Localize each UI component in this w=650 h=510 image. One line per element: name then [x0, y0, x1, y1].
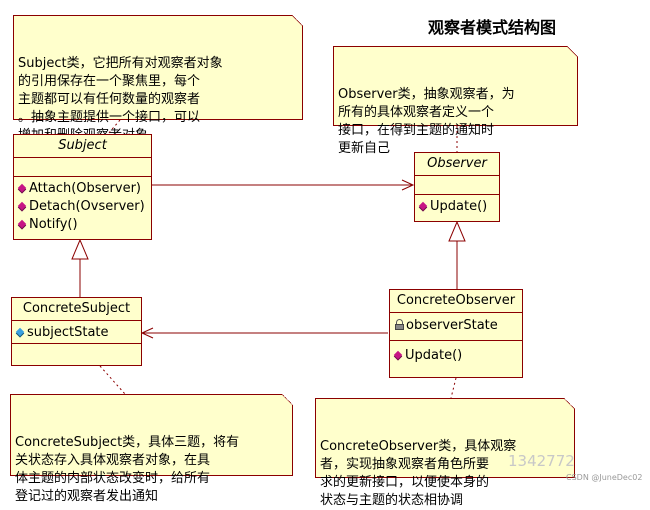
concrete-observer-class-name: ConcreteObserver [390, 290, 522, 313]
observer-class-name: Observer [415, 153, 499, 176]
attribute-observer-state[interactable]: observerState [394, 316, 518, 334]
concrete-observer-operations: Update() [390, 341, 522, 366]
csdn-watermark: CSDN @JuneDec02 [566, 473, 643, 482]
concrete-subject-note-anchor [99, 365, 126, 395]
concrete-subject-note: ConcreteSubject类，具体三题，将有 关状态存入具体观察者对象，在具… [10, 394, 293, 504]
operation-diamond-icon [18, 202, 27, 211]
operation-detach-label: Detach(Ovserver) [29, 198, 145, 214]
association-arrowhead-back [140, 327, 154, 339]
generalization-triangle-subject [71, 238, 89, 260]
concrete-subject-class-name: ConcreteSubject [12, 298, 141, 321]
concrete-subject-operations [12, 344, 141, 366]
concrete-observer-note-text: ConcreteObserver类，具体观察 者，实现抽象观察者角色所要 求的更… [320, 439, 517, 508]
operation-diamond-icon [18, 220, 27, 229]
subject-note-anchor [107, 119, 121, 135]
operation-update-label: Update() [430, 198, 488, 214]
attribute-subject-state-label: subjectState [27, 324, 109, 340]
operation-diamond-icon [394, 351, 403, 360]
attribute-diamond-icon [16, 328, 25, 337]
operation-attach-label: Attach(Observer) [29, 180, 141, 196]
subject-operations: Attach(Observer) Detach(Ovserver) Notify… [14, 177, 151, 235]
attribute-subject-state[interactable]: subjectState [16, 323, 137, 341]
concrete-subject-attributes: subjectState [12, 321, 141, 344]
operation-notify[interactable]: Notify() [18, 215, 147, 233]
subject-attributes [14, 158, 151, 177]
observer-class[interactable]: Observer Update() [414, 152, 500, 222]
observer-note: Observer类，抽象观察者，为 所有的具体观察者定义一个 接口，在得到主题的… [333, 46, 578, 156]
operation-concrete-update-label: Update() [405, 347, 463, 363]
attribute-observer-state-label: observerState [406, 317, 498, 333]
background-watermark: 1342772 [508, 452, 575, 470]
operation-diamond-icon [18, 184, 27, 193]
observer-operations: Update() [415, 195, 499, 217]
concrete-observer-class[interactable]: ConcreteObserver observerState Update() [389, 289, 523, 378]
concrete-observer-attributes: observerState [390, 313, 522, 341]
observer-attributes [415, 176, 499, 195]
association-arrowhead [401, 179, 415, 191]
operation-concrete-update[interactable]: Update() [394, 346, 518, 364]
operation-notify-label: Notify() [29, 216, 78, 232]
concrete-observer-note-anchor [450, 377, 457, 399]
concrete-subject-note-text: ConcreteSubject类，具体三题，将有 关状态存入具体观察者对象，在具… [15, 435, 240, 504]
generalization-triangle-observer [448, 220, 466, 242]
operation-update[interactable]: Update() [419, 197, 495, 215]
subject-note-text: Subject类，它把所有对观察者对象 的引用保存在一个聚焦里，每个 主题都可以… [18, 56, 223, 143]
subject-note: Subject类，它把所有对观察者对象 的引用保存在一个聚焦里，每个 主题都可以… [13, 15, 303, 143]
subject-class-name: Subject [14, 135, 151, 158]
observer-note-text: Observer类，抽象观察者，为 所有的具体观察者定义一个 接口，在得到主题的… [338, 87, 515, 156]
operation-detach[interactable]: Detach(Ovserver) [18, 197, 147, 215]
diagram-title: 观察者模式结构图 [428, 18, 557, 37]
operation-diamond-icon [419, 202, 428, 211]
connector-layer [71, 119, 466, 399]
operation-attach[interactable]: Attach(Observer) [18, 179, 147, 197]
concrete-subject-class[interactable]: ConcreteSubject subjectState [11, 297, 142, 366]
lock-icon [394, 319, 405, 331]
subject-class[interactable]: Subject Attach(Observer) Detach(Ovserver… [13, 134, 152, 240]
